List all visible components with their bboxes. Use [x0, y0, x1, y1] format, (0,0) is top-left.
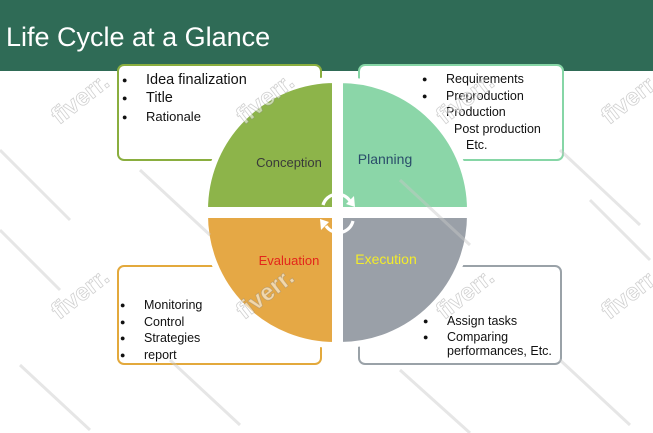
list-item: Preproduction [422, 88, 558, 105]
list-item: Post production [454, 121, 541, 136]
conception-label: Conception [256, 155, 322, 170]
list-item: Title [122, 89, 266, 107]
list-item: Monitoring [120, 297, 203, 314]
evaluation-list: Monitoring Control Strategies report [120, 297, 203, 364]
evaluation-label: Evaluation [259, 253, 320, 268]
list-item: Idea finalization [122, 71, 266, 89]
list-item: Rationale [122, 108, 266, 126]
execution-list: Assign tasks Comparing performances, Etc… [423, 314, 557, 358]
list-item: report [120, 347, 202, 364]
slide-title: Life Cycle at a Glance [6, 22, 271, 52]
conception-list: Idea finalization Title Rationale [122, 71, 266, 126]
conception-quadrant [201, 76, 338, 213]
list-item: Requirements [422, 71, 558, 88]
list-item: Etc. [466, 138, 488, 152]
planning-list: Requirements Preproduction Production Po… [422, 71, 558, 154]
header-bar: Life Cycle at a Glance [0, 0, 653, 71]
execution-quadrant [337, 212, 474, 349]
planning-label: Planning [358, 151, 413, 167]
list-item: Assign tasks [423, 314, 557, 328]
list-item: Strategies [120, 330, 202, 347]
list-item: Comparing performances, Etc. [423, 330, 557, 358]
list-item: Control [120, 314, 202, 331]
execution-label: Execution [355, 251, 416, 267]
evaluation-quadrant [201, 212, 338, 349]
planning-quadrant [337, 76, 474, 213]
cycle-arrows-icon [320, 192, 355, 235]
